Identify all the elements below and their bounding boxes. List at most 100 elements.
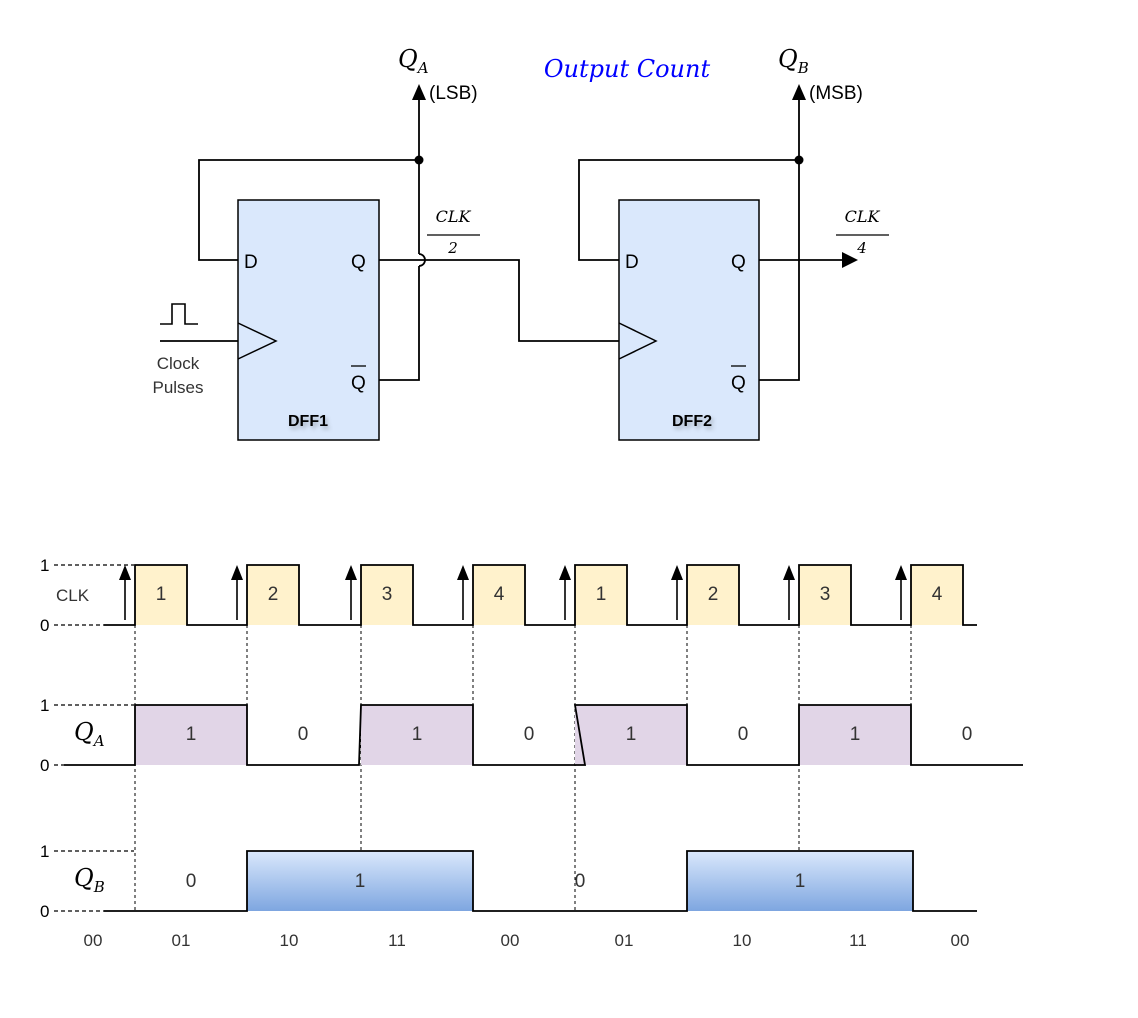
dff2-block: D Q Q DFF2 <box>618 199 760 441</box>
clk-level-high: 1 <box>40 556 49 575</box>
qa-level-high: 1 <box>40 696 49 715</box>
rising-edge-arrow-icon <box>119 565 131 580</box>
qa-signal-label: QA <box>74 718 105 750</box>
qa-high-segment <box>361 705 473 765</box>
dff2-clock-triangle <box>618 322 658 360</box>
qb-high-segment <box>247 851 473 911</box>
rising-edge-arrow-icon <box>231 565 243 580</box>
qb-high-segment <box>687 851 913 911</box>
output-count-title: Output Count <box>544 55 711 83</box>
count-value: 01 <box>615 931 634 950</box>
level-guides <box>54 564 134 912</box>
qb-waveform: 0 1 0 1 <box>104 850 977 912</box>
qa-value: 1 <box>412 724 423 745</box>
dff1-qbar-pin: Q <box>351 373 366 394</box>
qa-value: 0 <box>962 724 973 745</box>
qa-high-segment <box>575 705 687 765</box>
qa-value: 0 <box>524 724 535 745</box>
clk-pulse <box>911 565 963 625</box>
rising-edge-arrow-icon <box>559 565 571 580</box>
count-value: 01 <box>172 931 191 950</box>
rising-edge-arrow-icon <box>783 565 795 580</box>
clock-label-line1: Clock <box>157 354 200 373</box>
dff2-name: DFF2 <box>672 413 712 430</box>
rising-edge-arrow-icon <box>345 565 357 580</box>
dff1-name: DFF1 <box>288 413 328 430</box>
dff2-q-pin: Q <box>731 252 746 273</box>
clk-pulse-number: 1 <box>596 584 607 605</box>
clk-pulse <box>473 565 525 625</box>
clk-level-low: 0 <box>40 616 49 635</box>
clk-pulse-number: 3 <box>382 584 393 605</box>
qa-level-low: 0 <box>40 756 49 775</box>
svg-text:2: 2 <box>447 239 458 257</box>
rising-edge-arrow-icon <box>671 565 683 580</box>
count-value: 00 <box>501 931 520 950</box>
dff1-d-pin: D <box>244 252 258 273</box>
clk-half-label: CLK 2 <box>427 207 480 257</box>
qb-level-low: 0 <box>40 902 49 921</box>
qa-high-segment <box>799 705 911 765</box>
dff2-junction-dot <box>794 155 804 165</box>
svg-text:CLK: CLK <box>436 207 472 226</box>
dff2-wiring <box>578 100 842 381</box>
clk-signal-label: CLK <box>56 586 90 605</box>
qb-signal-line <box>104 850 977 912</box>
clk-pulse-number: 2 <box>708 584 719 605</box>
clk-pulse-number: 3 <box>820 584 831 605</box>
clk-pulse <box>361 565 413 625</box>
count-value: 00 <box>951 931 970 950</box>
dff2-qbar-pin: Q <box>731 373 746 394</box>
count-value: 11 <box>849 931 867 950</box>
qa-value: 0 <box>738 724 749 745</box>
qa-high-segment <box>135 705 247 765</box>
circuit-diagram: Output Count QA (LSB) QB (MSB) D Q Q DFF… <box>152 45 889 441</box>
dff1-junction-dot <box>414 155 424 165</box>
dff2-d-pin: D <box>625 252 639 273</box>
qb-value: 0 <box>575 871 586 892</box>
clk-signal-line <box>104 564 977 626</box>
clk-pulse-number: 2 <box>268 584 279 605</box>
qb-value: 1 <box>795 871 806 892</box>
svg-text:4: 4 <box>856 239 867 257</box>
qb-arrow-icon <box>792 84 806 100</box>
lsb-tag: (LSB) <box>429 83 478 104</box>
clk-pulse <box>135 565 187 625</box>
qa-arrow-icon <box>412 84 426 100</box>
qb-level-high: 1 <box>40 842 49 861</box>
rising-edge-arrow-icon <box>457 565 469 580</box>
qa-value: 1 <box>626 724 637 745</box>
qb-value: 1 <box>355 871 366 892</box>
qb-output-label: QB <box>778 45 809 77</box>
clk-pulse <box>687 565 739 625</box>
qa-output-label: QA <box>398 45 429 77</box>
clk-pulse-number: 4 <box>932 584 943 605</box>
clk-pulse <box>575 565 627 625</box>
clk-pulse <box>799 565 851 625</box>
dff2-box <box>618 199 760 441</box>
clk-quarter-label: CLK 4 <box>836 207 889 257</box>
msb-tag: (MSB) <box>809 83 863 104</box>
rising-edge-arrow-icon <box>895 565 907 580</box>
clk-pulse-number: 4 <box>494 584 505 605</box>
clock-label-line2: Pulses <box>152 378 203 397</box>
clk-pulse <box>247 565 299 625</box>
qb-signal-label: QB <box>74 864 105 896</box>
svg-text:CLK: CLK <box>845 207 881 226</box>
clk4-arrow-icon <box>842 252 858 268</box>
dff1-box <box>237 199 380 441</box>
qa-value: 0 <box>298 724 309 745</box>
dff1-clock-triangle <box>237 322 278 360</box>
qa-value: 1 <box>850 724 861 745</box>
qb-value: 0 <box>186 871 197 892</box>
qa-signal-line <box>64 704 1023 766</box>
count-value: 10 <box>733 931 752 950</box>
dff1-q-pin: Q <box>351 252 366 273</box>
dff1-wiring <box>160 100 619 381</box>
count-value: 00 <box>84 931 103 950</box>
